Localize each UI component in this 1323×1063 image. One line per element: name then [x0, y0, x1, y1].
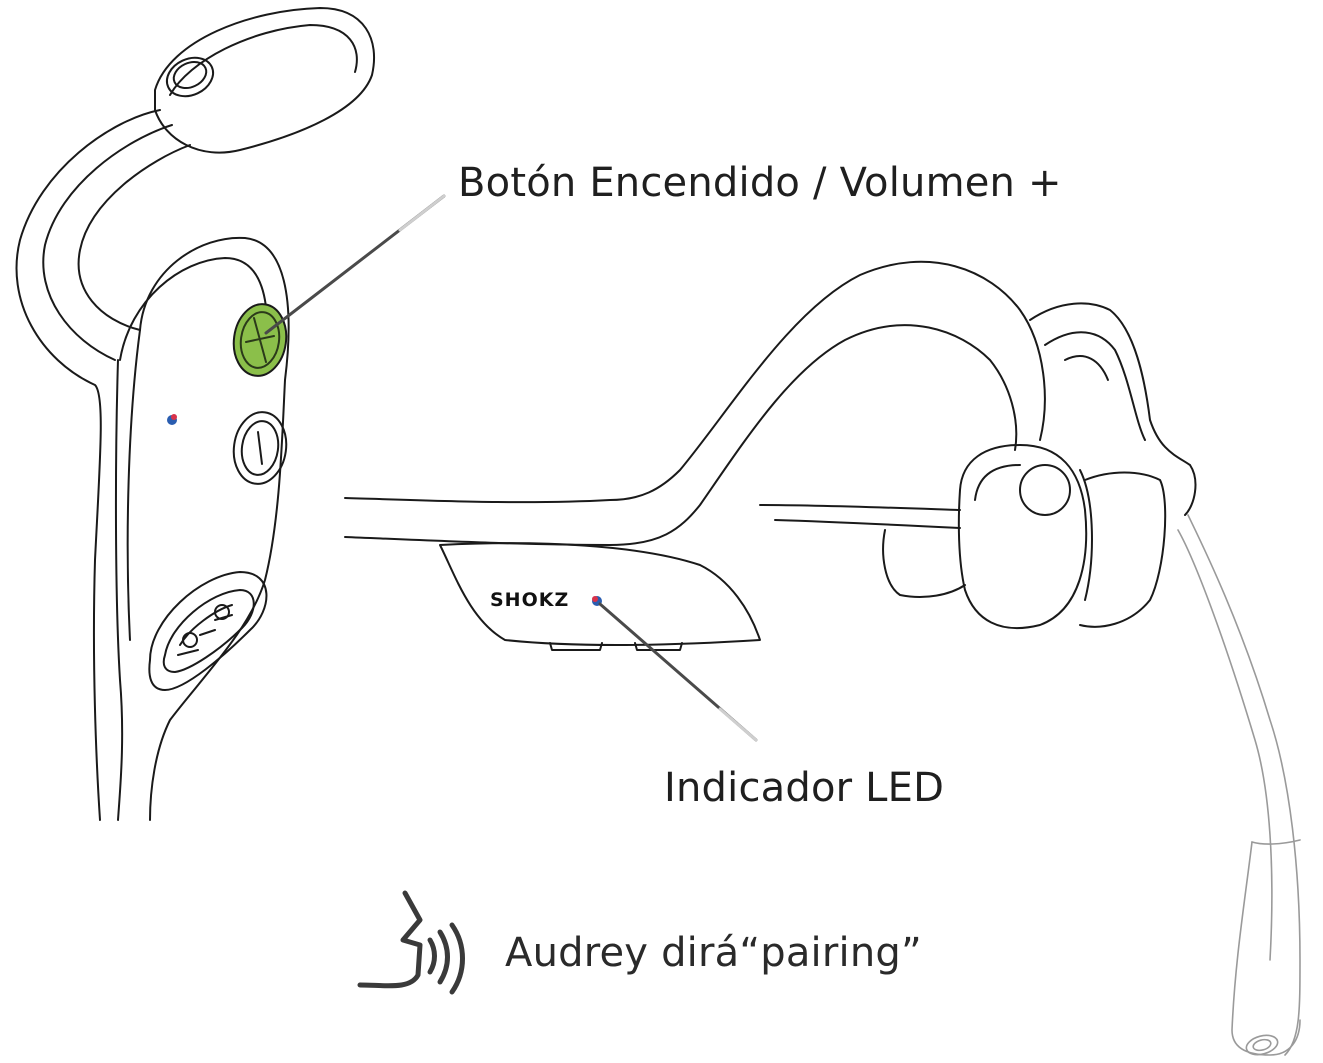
- led-indicator-callout: Indicador LED: [664, 765, 944, 811]
- voice-prompt-text: Audrey dirá“pairing”: [505, 930, 922, 976]
- power-volume-callout: Botón Encendido / Volumen +: [458, 160, 1062, 206]
- microphone-boom: [1178, 515, 1300, 1058]
- earpiece-button: [1020, 465, 1070, 515]
- brand-logo: SHOKZ: [490, 589, 569, 611]
- side-view-headset: [345, 262, 1195, 650]
- speaking-head-icon: [360, 893, 463, 992]
- left-closeup-headset: [17, 8, 375, 820]
